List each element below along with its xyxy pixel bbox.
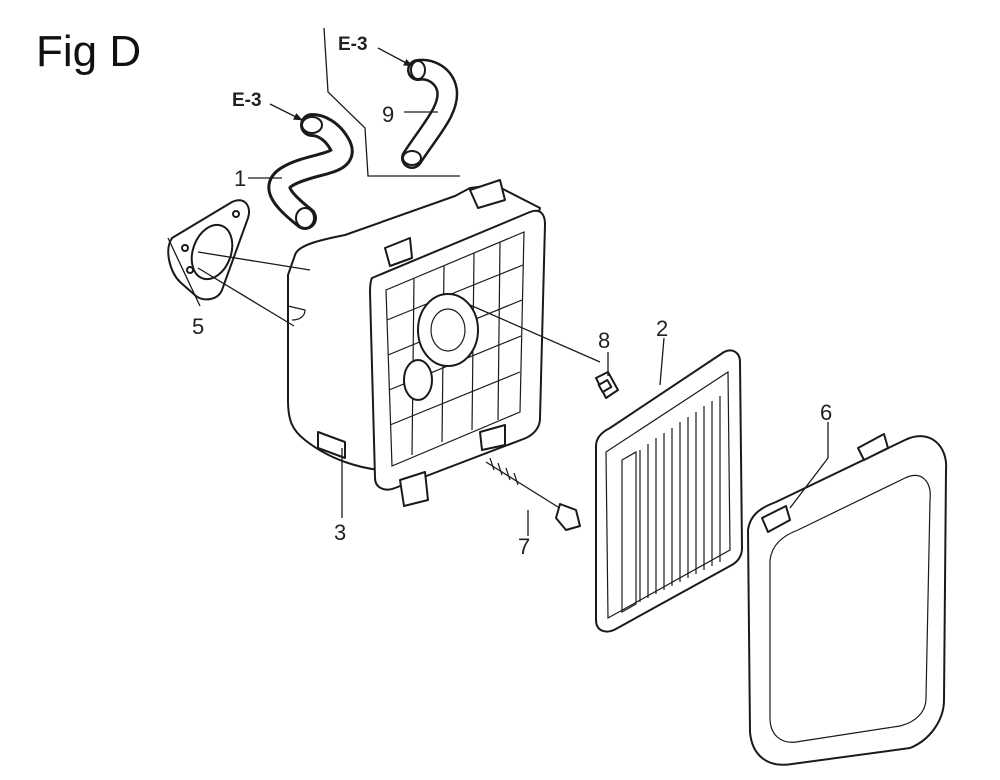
reference-label-e3-upper: E-3 xyxy=(338,34,368,55)
part-6-cover xyxy=(747,433,948,766)
callout-8: 8 xyxy=(598,328,610,353)
part-9-breather-hose xyxy=(401,58,459,169)
part-3-air-cleaner-case xyxy=(287,179,546,507)
callout-1: 1 xyxy=(234,166,246,191)
part-2-filter-element xyxy=(595,349,743,633)
part-5-gasket xyxy=(167,199,250,301)
callout-3: 3 xyxy=(334,520,346,545)
part-1-breather-hose xyxy=(267,113,354,230)
callout-2: 2 xyxy=(656,316,668,341)
part-7-screw xyxy=(485,457,581,531)
leader-lines xyxy=(167,27,829,536)
callout-5: 5 xyxy=(192,314,204,339)
figure-title: Fig D xyxy=(36,27,141,76)
callout-6: 6 xyxy=(820,400,832,425)
callout-7: 7 xyxy=(518,534,530,559)
callout-9: 9 xyxy=(382,102,394,127)
reference-label-e3-lower: E-3 xyxy=(232,90,262,111)
part-8-bolt xyxy=(595,371,619,399)
